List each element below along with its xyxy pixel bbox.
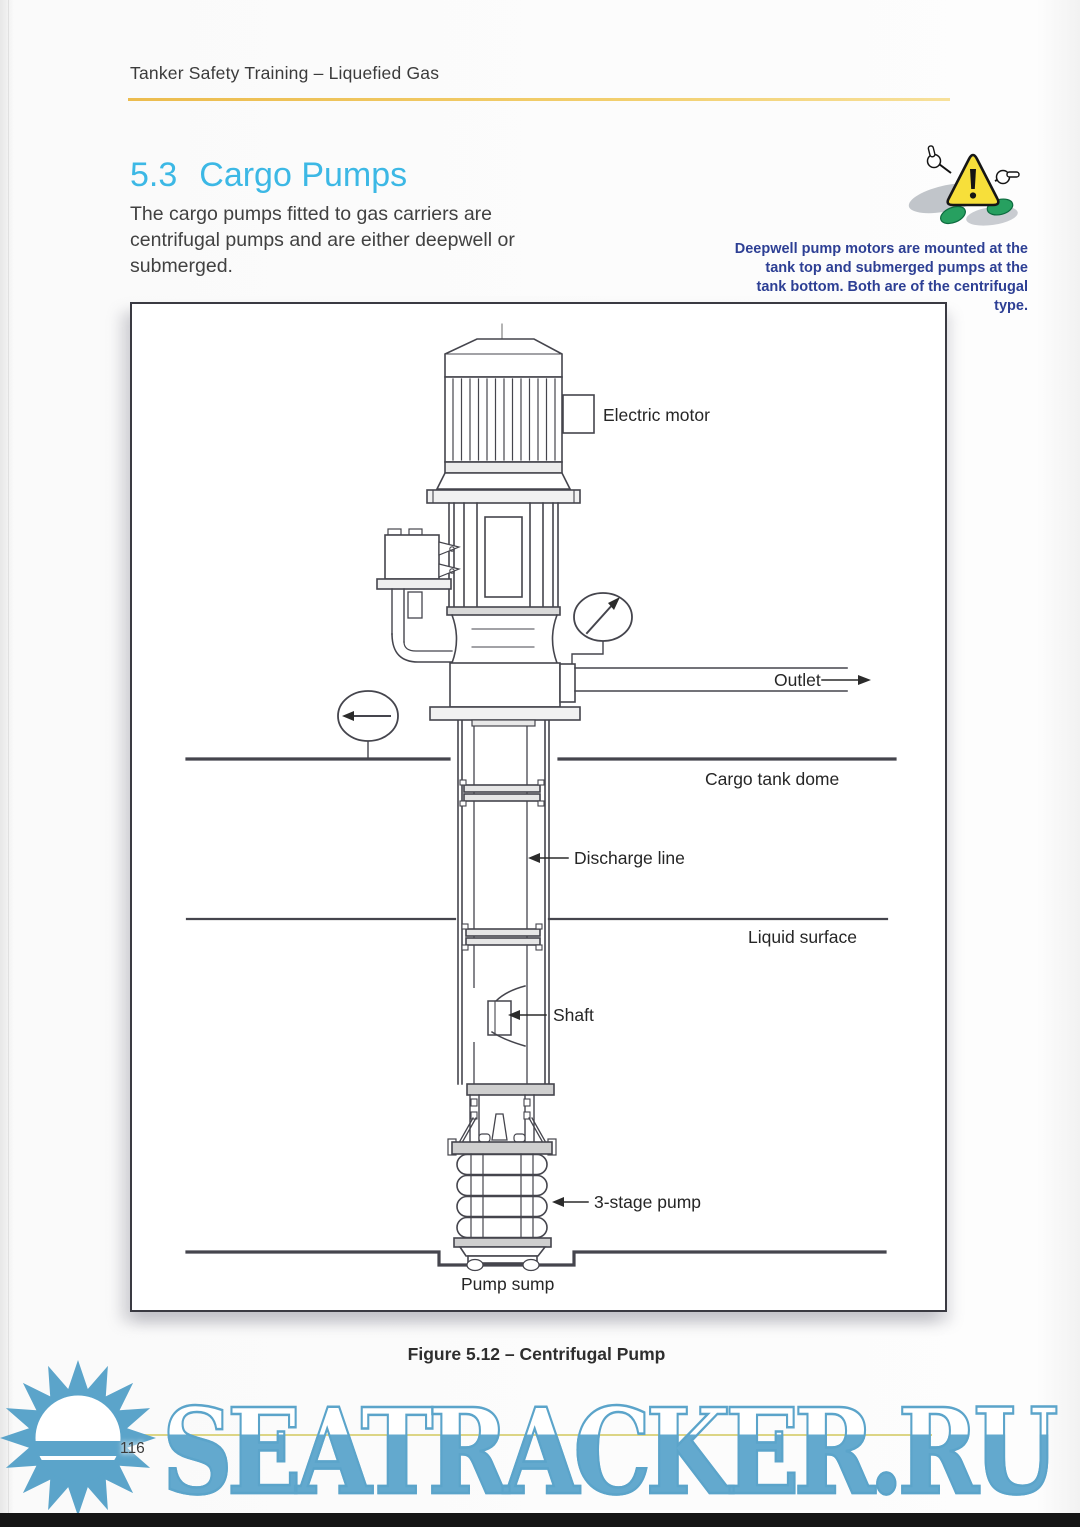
watermark-text: SEATRACKER.RU bbox=[161, 1382, 1060, 1521]
label-cargo-tank-dome: Cargo tank dome bbox=[705, 769, 839, 789]
label-three-stage-pump: 3-stage pump bbox=[594, 1192, 701, 1212]
sun-logo-icon bbox=[0, 1360, 156, 1516]
figure-caption: Figure 5.12 – Centrifugal Pump bbox=[407, 1344, 666, 1364]
label-discharge-line: Discharge line bbox=[574, 848, 685, 868]
scan-edge-strip bbox=[0, 1513, 1080, 1527]
header-rule bbox=[128, 98, 950, 101]
centrifugal-pump-diagram: Electric motor Outlet Cargo tank dome Di… bbox=[185, 323, 897, 1294]
section-heading: 5.3 Cargo Pumps bbox=[130, 156, 407, 195]
figure-frame: Electric motor Outlet Cargo tank dome Di… bbox=[130, 302, 947, 1312]
label-outlet: Outlet bbox=[774, 670, 821, 690]
page-number: 116 bbox=[120, 1440, 145, 1457]
section-title: Cargo Pumps bbox=[199, 156, 408, 194]
label-electric-motor: Electric motor bbox=[603, 405, 710, 425]
label-pump-sump: Pump sump bbox=[461, 1274, 554, 1294]
footer-rule bbox=[120, 1434, 932, 1436]
page-header-title: Tanker Safety Training – Liquefied Gas bbox=[130, 63, 440, 83]
warning-character-icon bbox=[908, 145, 1020, 226]
label-shaft: Shaft bbox=[553, 1005, 594, 1025]
intro-paragraph: The cargo pumps fitted to gas carriers a… bbox=[130, 203, 515, 277]
section-number: 5.3 bbox=[130, 156, 178, 194]
label-liquid-surface: Liquid surface bbox=[748, 927, 857, 947]
page-edge-line bbox=[8, 0, 9, 1527]
side-note-text: Deepwell pump motors are mounted at the … bbox=[734, 241, 1028, 314]
